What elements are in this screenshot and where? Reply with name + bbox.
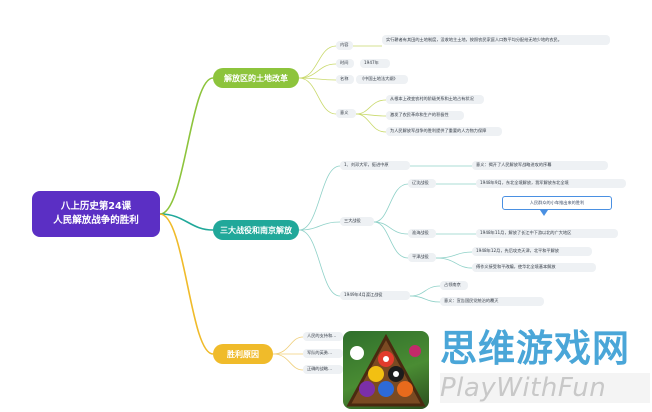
- leaf-victory-2[interactable]: 军队的英勇…: [303, 349, 343, 358]
- leaf-meaning-3[interactable]: 为人民解放军战争的胜利提供了重要的人力物力保障: [386, 127, 502, 136]
- leaf-liaoshen[interactable]: 辽沈战役: [408, 179, 436, 188]
- branch-land-reform[interactable]: 解放区的土地改革: [213, 68, 299, 88]
- callout-box: 人民群众的小车推出来的胜利: [502, 196, 612, 210]
- leaf-name-tag[interactable]: 名称: [336, 75, 354, 84]
- billiards-logo-image: [343, 331, 429, 409]
- leaf-pingjin-note-1[interactable]: 1948年12月，先后攻克天津，北平和平解放: [472, 247, 592, 256]
- watermark-english: PlayWithFun: [440, 373, 650, 403]
- leaf-time-tag[interactable]: 时间: [336, 59, 354, 68]
- watermark-chinese: 思维游戏网: [440, 327, 630, 370]
- leaf-content-text[interactable]: 实行耕者有其田的土地制度，没收地主土地，按照农民家庭人口数平均分配给无地少地的农…: [382, 35, 610, 45]
- leaf-time-value[interactable]: 1947年: [360, 59, 390, 68]
- leaf-meaning-1[interactable]: 从根本上改变农村的阶级关系和土地占有状况: [386, 95, 484, 104]
- root-title-line1: 八上历史第24课: [60, 201, 132, 212]
- billiard-balls-icon: [346, 333, 426, 407]
- root-title-line2: 人民解放战争的胜利: [53, 215, 139, 226]
- leaf-yangtze[interactable]: 1949年4月渡江战役: [340, 291, 410, 300]
- leaf-yangtze-note-2[interactable]: 意义：宣告国民党统治的覆灭: [440, 297, 544, 306]
- leaf-pingjin[interactable]: 平津战役: [408, 253, 436, 262]
- leaf-central-plains-note[interactable]: 意义：揭开了人民解放军战略进攻的序幕: [472, 161, 608, 170]
- leaf-name-value[interactable]: 《中国土地法大纲》: [356, 75, 408, 84]
- leaf-huaihai[interactable]: 淮海战役: [408, 229, 436, 238]
- leaf-meaning-2[interactable]: 激发了农民革命和生产的积极性: [386, 111, 464, 120]
- leaf-victory-1[interactable]: 人民的支持和…: [303, 332, 343, 341]
- leaf-victory-3[interactable]: 正确的战略…: [303, 365, 343, 374]
- callout-tail: [540, 210, 548, 216]
- leaf-yangtze-note-1[interactable]: 占领南京: [440, 281, 468, 290]
- branch-three-campaigns[interactable]: 三大战役和南京解放: [213, 220, 299, 240]
- leaf-pingjin-note-2[interactable]: 傅作义接受和平改编，使华北全境基本解放: [472, 263, 596, 272]
- leaf-liaoshen-note[interactable]: 1948年9月，东北全境解放，我军解放东北全境: [476, 179, 626, 188]
- leaf-three-campaigns-tag[interactable]: 三大战役: [340, 217, 374, 226]
- root-node[interactable]: 八上历史第24课 人民解放战争的胜利: [32, 191, 160, 237]
- leaf-content-tag[interactable]: 内容: [336, 41, 353, 50]
- leaf-huaihai-note[interactable]: 1948年11月，解放了长江中下游以北的广大地区: [476, 229, 618, 238]
- leaf-central-plains[interactable]: 1、刘邓大军，挺进中原: [340, 161, 410, 170]
- branch-victory-reasons[interactable]: 胜利原因: [213, 344, 273, 364]
- leaf-meaning-tag[interactable]: 意义: [336, 109, 356, 118]
